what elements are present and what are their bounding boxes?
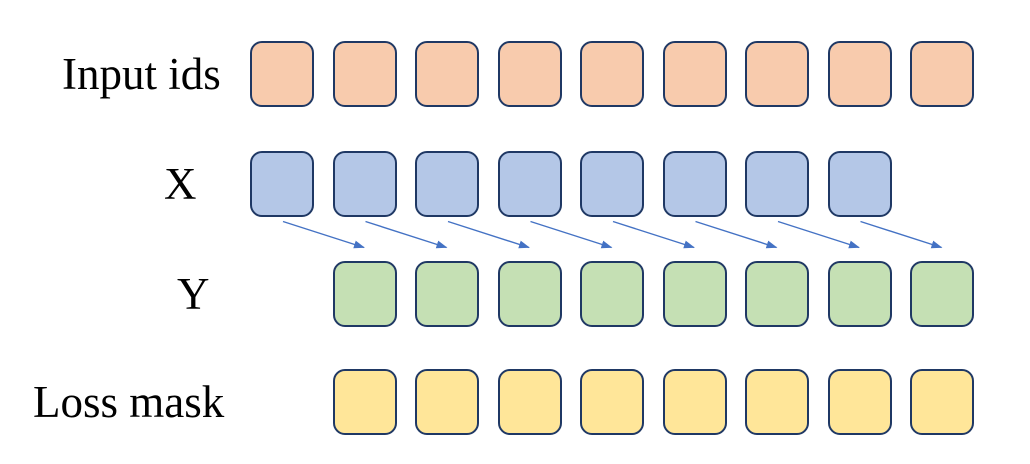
input-ids-cell [250,41,314,107]
x-cell [745,151,809,217]
y-cell [497,261,562,327]
input-ids-cell [910,41,974,107]
shift-arrow [777,220,860,249]
input-ids-cell [580,41,644,107]
shift-arrow [695,220,778,249]
loss-mask-cell [497,369,562,435]
x-cell [415,151,479,217]
shift-arrow [860,220,943,249]
loss-mask-cell [332,369,397,435]
shift-arrow [282,220,365,249]
shift-arrow [447,220,530,249]
shift-arrow [365,220,448,249]
x-cell [662,151,727,217]
loss-mask-cell [745,369,809,435]
input-ids-cell [662,41,727,107]
loss-mask-cell [415,369,479,435]
loss-mask-cell [827,369,892,435]
input-ids-cell [497,41,562,107]
input-ids-cell [827,41,892,107]
x-cell [827,151,892,217]
x-cell [580,151,644,217]
row-label-loss-mask: Loss mask [33,377,225,427]
x-cell [332,151,397,217]
row-label-x: X [164,159,197,209]
input-ids-cell [332,41,397,107]
loss-mask-cell [910,369,974,435]
y-cell [332,261,397,327]
y-cell [662,261,727,327]
y-cell [827,261,892,327]
shift-arrow [612,220,695,249]
x-cell [497,151,562,217]
input-ids-cell [415,41,479,107]
y-cell [910,261,974,327]
y-cell [415,261,479,327]
x-cell [250,151,314,217]
row-label-y: Y [177,269,210,319]
loss-mask-cell [662,369,727,435]
row-label-input-ids: Input ids [62,49,221,99]
loss-mask-cell [580,369,644,435]
shift-arrow [530,220,613,249]
y-cell [745,261,809,327]
y-cell [580,261,644,327]
input-ids-cell [745,41,809,107]
